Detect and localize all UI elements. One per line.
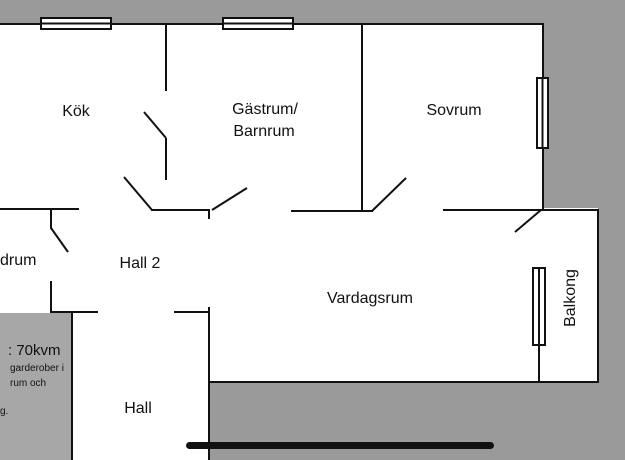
- info-line1: garderober i: [10, 363, 64, 374]
- floor-area: [0, 24, 598, 460]
- door-gastrum: [211, 187, 248, 211]
- room-label-gastrum-line2: Barnrum: [233, 123, 294, 140]
- home-indicator[interactable]: [186, 442, 494, 449]
- room-label-partial: drum: [0, 252, 36, 269]
- room-label-sovrum: Sovrum: [426, 102, 481, 119]
- room-label-hall2: Hall 2: [120, 255, 161, 272]
- door-sovrum: [371, 177, 407, 212]
- room-label-vardagsrum: Vardagsrum: [327, 290, 413, 307]
- door-balkong: [514, 209, 542, 233]
- door-kok: [143, 111, 167, 139]
- room-label-gastrum-line1: Gästrum/: [232, 101, 298, 118]
- info-panel: [0, 313, 72, 460]
- info-line3: g.: [0, 406, 8, 417]
- door-left-room: [50, 227, 69, 253]
- info-line2: rum och: [10, 378, 46, 389]
- door-hall-kok: [123, 176, 153, 211]
- info-area: : 70kvm: [8, 342, 61, 359]
- room-label-hall: Hall: [124, 400, 152, 417]
- room-label-kok: Kök: [62, 103, 91, 120]
- windows: [40, 17, 549, 346]
- door-swings: [50, 111, 542, 253]
- room-label-balkong: Balkong: [562, 269, 579, 327]
